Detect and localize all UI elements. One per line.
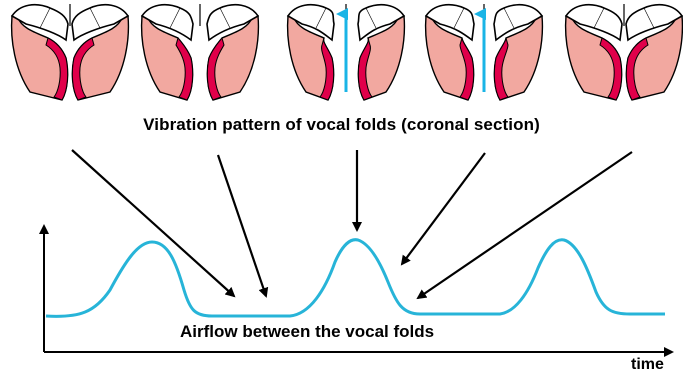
pointer-arrow-frame-1 [72, 150, 234, 296]
vocal-fold-frame [566, 4, 683, 100]
time-axis-label: time [631, 356, 664, 374]
airflow-caption: Airflow between the vocal folds [180, 322, 434, 342]
pointer-arrows [72, 150, 632, 298]
pointer-arrow-frame-5 [418, 152, 632, 298]
vocal-fold-frame [288, 4, 405, 100]
pointer-arrow-frame-2 [218, 155, 266, 296]
vocal-fold-frame [12, 4, 129, 100]
airflow-waveform [46, 240, 665, 317]
vocal-fold-frame [142, 4, 259, 100]
vocal-fold-frame [426, 4, 543, 100]
vocal-fold-frames [12, 4, 683, 100]
pointer-arrow-frame-4 [402, 153, 485, 264]
vibration-caption: Vibration pattern of vocal folds (corona… [0, 115, 683, 135]
